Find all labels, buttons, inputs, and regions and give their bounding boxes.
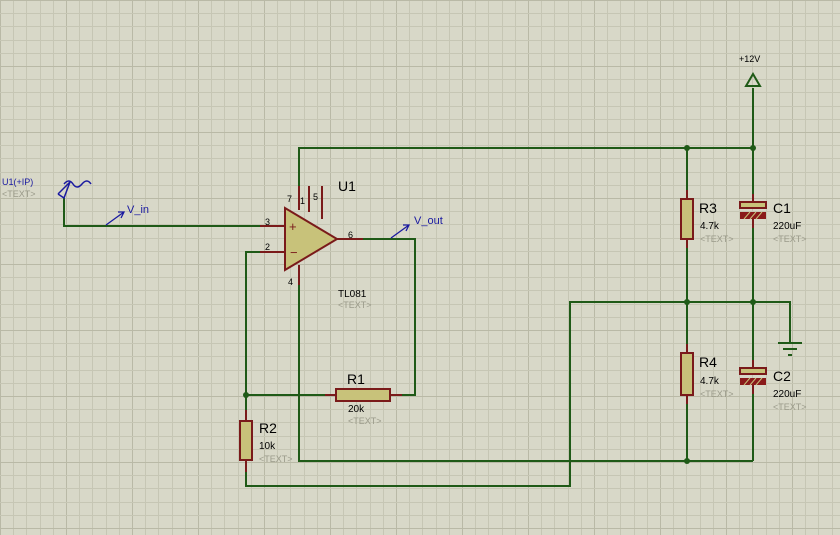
ground-icon [778, 342, 802, 356]
ground-terminal[interactable] [778, 335, 802, 356]
power-terminal-12v[interactable]: +12V [739, 54, 762, 87]
junction-dot [750, 299, 756, 305]
net-label-vin[interactable]: V_in [105, 204, 149, 226]
r2-designator: R2 [259, 420, 277, 436]
pin-number-4: 4 [288, 277, 293, 287]
resistor-icon [680, 352, 694, 396]
resistor-icon [680, 198, 694, 240]
source-designator: U1(+IP) [2, 177, 33, 187]
power-label: +12V [739, 54, 760, 64]
pin-number-6: 6 [348, 230, 353, 240]
r1-text: <TEXT> [348, 416, 382, 426]
pin-number-3: 3 [265, 217, 270, 227]
pin-number-2: 2 [265, 242, 270, 252]
junction-dot [243, 392, 249, 398]
wire-bottom-rail[interactable] [298, 285, 753, 462]
r1-designator: R1 [347, 371, 365, 387]
resistor-r4[interactable]: R4 4.7k <TEXT> [680, 344, 734, 404]
wire-r2-return[interactable] [245, 301, 791, 487]
junction-dot [684, 299, 690, 305]
capacitor-c2[interactable]: C2 220uF <TEXT> [739, 360, 807, 412]
opamp-triangle-icon [284, 206, 339, 272]
power-arrow-icon [744, 72, 762, 87]
net-arrow-icon [390, 224, 411, 239]
net-label-vout[interactable]: V_out [390, 215, 443, 239]
wire-output[interactable] [363, 238, 416, 396]
junction-dot [684, 458, 690, 464]
capacitor-plate-icon [739, 367, 767, 375]
input-generator[interactable]: U1(+IP) <TEXT> [2, 177, 92, 200]
junctions [243, 145, 756, 464]
opamp-designator: U1 [338, 178, 356, 194]
generator-icon [57, 180, 92, 200]
resistor-icon [335, 388, 391, 402]
c2-value: 220uF [773, 389, 801, 400]
r3-designator: R3 [699, 200, 717, 216]
r4-designator: R4 [699, 354, 717, 370]
opamp-minus-sign: − [290, 245, 298, 260]
pin-number-1: 1 [300, 196, 305, 206]
capacitor-c1[interactable]: C1 220uF <TEXT> [739, 194, 807, 244]
r4-value: 4.7k [700, 376, 720, 387]
c2-designator: C2 [773, 368, 791, 384]
capacitor-plate-icon [739, 201, 767, 209]
wire-top-rail[interactable] [298, 147, 753, 198]
resistor-r1[interactable]: R1 20k <TEXT> [325, 371, 402, 426]
pin-number-5: 5 [313, 192, 318, 202]
junction-dot [684, 145, 690, 151]
c1-designator: C1 [773, 200, 791, 216]
wire-inverting[interactable] [245, 251, 260, 420]
r3-text: <TEXT> [700, 234, 734, 244]
wire-input[interactable] [63, 198, 260, 227]
opamp-part: TL081 [338, 289, 367, 300]
opamp-u1[interactable]: + − 7 1 5 3 2 6 4 U1 TL081 <TEXT> [260, 178, 372, 310]
opamp-plus-sign: + [289, 219, 297, 234]
opamp-text: <TEXT> [338, 300, 372, 310]
r2-text: <TEXT> [259, 454, 293, 464]
resistor-icon [239, 420, 253, 461]
c1-text: <TEXT> [773, 234, 807, 244]
wires [63, 88, 791, 487]
pin-number-7: 7 [287, 194, 292, 204]
resistor-r2[interactable]: R2 10k <TEXT> [239, 410, 293, 472]
r4-text: <TEXT> [700, 389, 734, 399]
junction-dot [750, 145, 756, 151]
c2-text: <TEXT> [773, 402, 807, 412]
r2-value: 10k [259, 441, 276, 452]
c1-value: 220uF [773, 221, 801, 232]
source-text: <TEXT> [2, 189, 36, 199]
r3-value: 4.7k [700, 221, 720, 232]
net-label-text: V_in [127, 204, 149, 216]
r1-value: 20k [348, 404, 365, 415]
net-label-text: V_out [414, 215, 443, 227]
resistor-r3[interactable]: R3 4.7k <TEXT> [680, 190, 734, 248]
net-arrow-icon [105, 211, 126, 226]
